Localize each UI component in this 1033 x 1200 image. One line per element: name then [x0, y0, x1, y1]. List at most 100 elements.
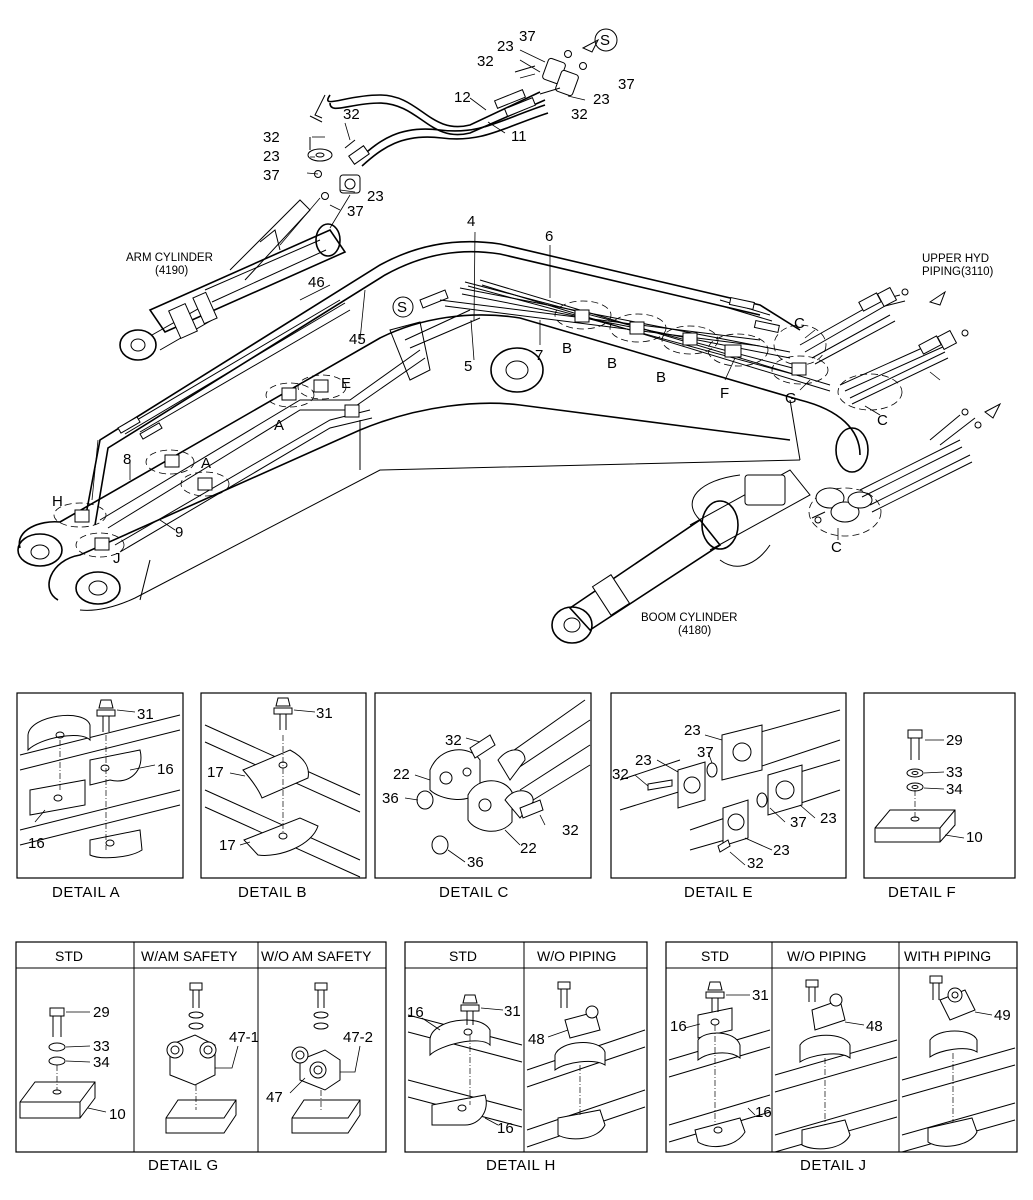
detail-j-16b: 16 [755, 1104, 772, 1121]
detail-g-47-2: 47-2 [343, 1029, 373, 1046]
callout-c-2: C [877, 412, 888, 429]
detail-e: 23 23 37 32 37 23 23 32 DETAIL E [610, 692, 847, 901]
detail-e-23b: 23 [635, 752, 652, 769]
detail-a-31: 31 [137, 706, 154, 723]
boom-cylinder-label: BOOM CYLINDER [641, 612, 738, 624]
detail-a: 31 16 16 DETAIL A [16, 692, 184, 901]
detail-e-32a: 32 [612, 766, 629, 783]
detail-b-caption: DETAIL B [238, 884, 307, 901]
callout-e: E [341, 375, 351, 392]
detail-g-29: 29 [93, 1004, 110, 1021]
detail-a-caption: DETAIL A [52, 884, 120, 901]
detail-f-caption: DETAIL F [888, 884, 956, 901]
detail-b-17b: 17 [219, 837, 236, 854]
callout-32-top: 32 [477, 53, 494, 70]
callout-11: 11 [511, 128, 527, 145]
callout-j: J [113, 550, 121, 567]
detail-c-36a: 36 [382, 790, 399, 807]
upper-hyd-label: UPPER HYD [922, 253, 989, 265]
callout-6: 6 [545, 228, 553, 245]
callout-32-arm-a: 32 [343, 106, 360, 123]
detail-e-caption: DETAIL E [684, 884, 753, 901]
callout-8: 8 [123, 451, 131, 468]
detail-j-header-wop: W/O PIPING [787, 948, 866, 964]
callout-c-3: C [831, 539, 842, 556]
detail-j-caption: DETAIL J [800, 1157, 867, 1174]
arm-cylinder [119, 199, 347, 361]
callout-f: F [720, 385, 729, 402]
callout-4: 4 [467, 213, 475, 230]
detail-a-16a: 16 [157, 761, 174, 778]
arm-cylinder-label: ARM CYLINDER [126, 252, 213, 264]
detail-e-37a: 37 [697, 744, 714, 761]
callout-23-arm: 23 [263, 148, 280, 165]
boom-body [17, 309, 869, 611]
piping-ref-label: PIPING(3110) [922, 266, 994, 278]
detail-f-33: 33 [946, 764, 963, 781]
callout-32-right: 32 [571, 106, 588, 123]
detail-b: 31 17 17 DETAIL B [200, 692, 367, 901]
detail-a-16b: 16 [28, 835, 45, 852]
callout-23-arm-b: 23 [367, 188, 384, 205]
callout-s-boom: S [397, 299, 407, 316]
callout-37-top: 37 [519, 28, 536, 45]
detail-g-header-std: STD [55, 948, 83, 964]
detail-f: 29 33 34 10 DETAIL F [863, 692, 1016, 901]
arm-hoses [279, 38, 600, 246]
detail-c: 32 22 36 32 22 36 DETAIL C [374, 692, 592, 901]
callout-37-arm: 37 [263, 167, 280, 184]
callout-23-top: 23 [497, 38, 514, 55]
boom-cylinder [551, 408, 982, 644]
detail-e-23d: 23 [773, 842, 790, 859]
detail-g-header-wam: W/AM SAFETY [141, 948, 238, 964]
callout-23-right: 23 [593, 91, 610, 108]
upper-hyd-piping [799, 286, 1002, 419]
detail-g-47: 47 [266, 1089, 283, 1106]
detail-f-10: 10 [966, 829, 983, 846]
callout-37-arm-b: 37 [347, 203, 364, 220]
detail-e-23c: 23 [820, 810, 837, 827]
detail-g-caption: DETAIL G [148, 1157, 219, 1174]
detail-h: STD W/O PIPING 31 16 16 48 DETAIL H [404, 941, 648, 1174]
detail-g-33: 33 [93, 1038, 110, 1055]
boom-cylinder-number: (4180) [678, 625, 711, 637]
detail-e-32b: 32 [747, 855, 764, 872]
detail-e-37b: 37 [790, 814, 807, 831]
callout-46: 46 [308, 274, 325, 291]
detail-b-17a: 17 [207, 764, 224, 781]
callout-32-arm-b: 32 [263, 129, 280, 146]
detail-g-10: 10 [109, 1106, 126, 1123]
detail-c-36b: 36 [467, 854, 484, 871]
detail-h-31: 31 [504, 1003, 521, 1020]
detail-j-header-std: STD [701, 948, 729, 964]
callout-5: 5 [464, 358, 472, 375]
detail-c-22a: 22 [393, 766, 410, 783]
detail-b-31: 31 [316, 705, 333, 722]
callout-g: G [785, 390, 797, 407]
detail-g-header-woam: W/O AM SAFETY [261, 948, 372, 964]
detail-e-23a: 23 [684, 722, 701, 739]
detail-h-header-std: STD [449, 948, 477, 964]
callout-s-top: S [600, 32, 610, 49]
detail-j-48: 48 [866, 1018, 883, 1035]
callout-b-1: B [562, 340, 572, 357]
detail-j-header-wp: WITH PIPING [904, 948, 991, 964]
detail-h-header-wop: W/O PIPING [537, 948, 616, 964]
main-assembly-view: S S 37 23 32 37 23 32 12 11 32 32 23 37 … [17, 28, 1002, 644]
section-marker-s [392, 28, 618, 318]
callout-b-2: B [607, 355, 617, 372]
detail-j-16a: 16 [670, 1018, 687, 1035]
detail-j-31: 31 [752, 987, 769, 1004]
clamp-markers [53, 300, 903, 558]
detail-g: STD W/AM SAFETY W/O AM SAFETY 29 33 34 1… [15, 941, 387, 1174]
detail-c-caption: DETAIL C [439, 884, 509, 901]
callout-9: 9 [175, 524, 183, 541]
detail-j: STD W/O PIPING WITH PIPING 31 16 16 48 [665, 941, 1018, 1174]
detail-f-29: 29 [946, 732, 963, 749]
callout-37-right: 37 [618, 76, 635, 93]
detail-h-16a: 16 [407, 1004, 424, 1021]
detail-c-22b: 22 [520, 840, 537, 857]
leader-lines [91, 49, 941, 540]
detail-h-caption: DETAIL H [486, 1157, 556, 1174]
